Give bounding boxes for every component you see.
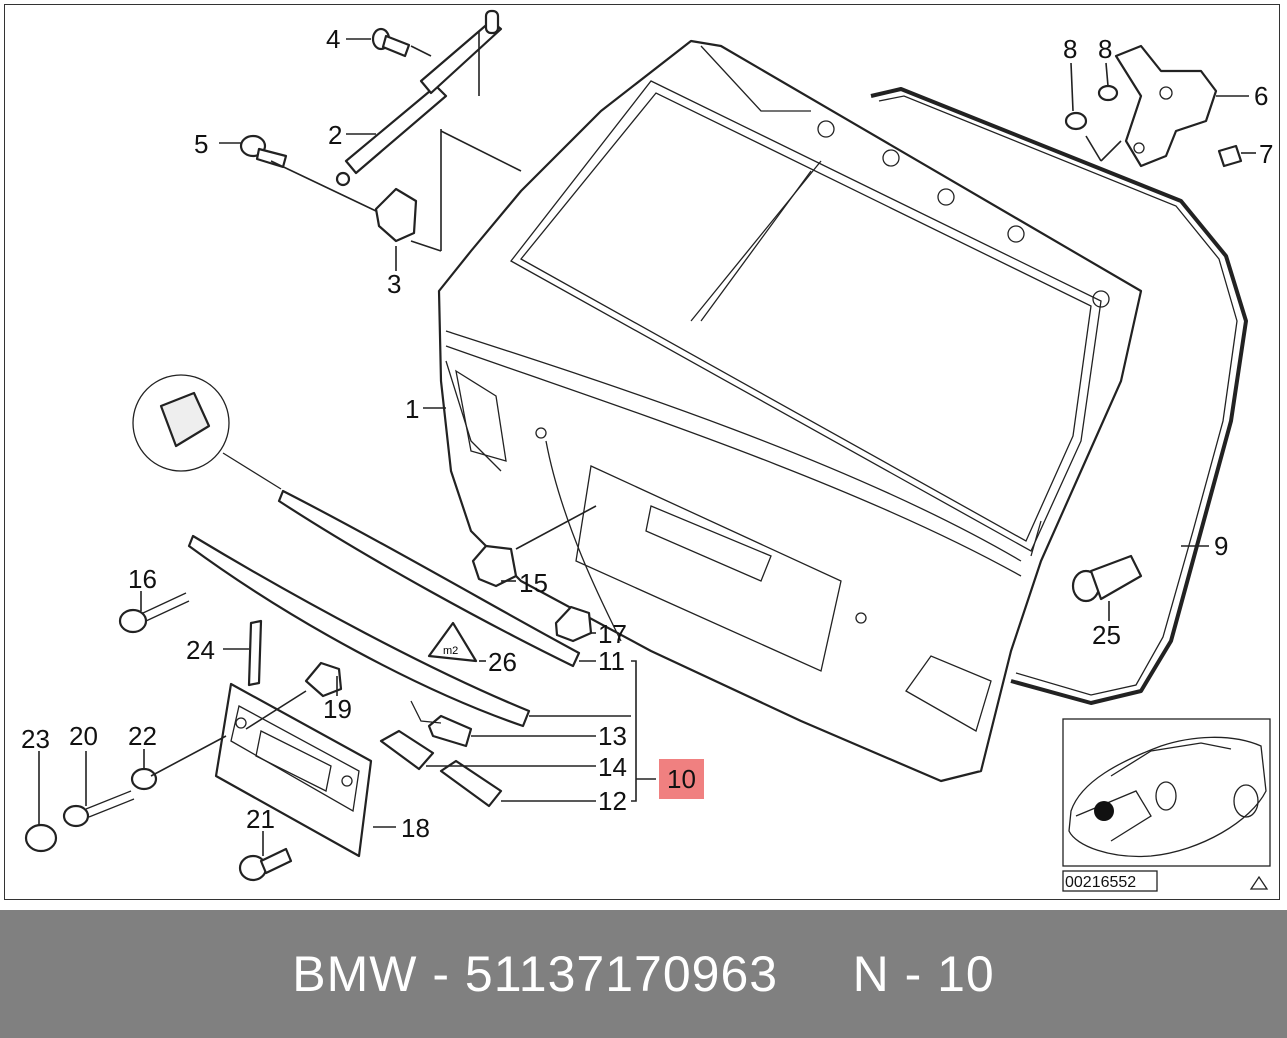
callout-labels: 1 2 3 4 5 6 7 8 8 9 11 12 13 14 15 16 17… [21,24,1273,843]
callout-13: 13 [598,721,627,751]
brand-name: BMW [292,946,418,1002]
callout-18: 18 [401,813,430,843]
leader-lines [38,31,1256,856]
warning-triangle-part: m2 [427,621,478,663]
callout-26: 26 [488,647,517,677]
callout-2: 2 [328,120,342,150]
callout-9: 9 [1214,531,1228,561]
hinge-part [1064,44,1243,168]
callout-8b: 8 [1098,34,1112,64]
locator-dot [1094,801,1114,821]
callout-4: 4 [326,24,340,54]
callout-8a: 8 [1063,34,1077,64]
callout-10-highlight [659,759,704,799]
callout-15: 15 [519,568,548,598]
license-plate-frame-part [214,682,373,858]
bolt-part-5 [239,134,288,169]
washer-part-22 [130,767,158,791]
triangle-mark-icon [1249,875,1269,890]
gasket-seal-part [870,87,1248,705]
gas-strut-part [335,9,503,187]
callout-16: 16 [128,564,157,594]
callout-5: 5 [194,129,208,159]
trim-strip-upper [277,489,581,668]
callout-14: 14 [598,752,627,782]
callout-23: 23 [21,724,50,754]
part-caption: BMW - 51137170963 N - 10 [0,910,1287,1038]
footer-bar: BMW - 51137170963 N - 10 [0,910,1287,1038]
cover-part-14 [379,729,435,771]
spacer-part-19 [304,661,343,698]
trim-strip-lower [187,534,531,728]
callout-25: 25 [1092,620,1121,650]
grip-part-12 [439,759,503,808]
callout-24: 24 [186,635,215,665]
switch-part-13 [427,714,473,748]
bump-stop-part [1071,554,1143,603]
bracket-part [374,187,418,243]
callout-10: 10 [667,764,696,794]
screw-part-20 [62,790,135,828]
part-number: 51137170963 [464,946,779,1002]
callout-20: 20 [69,721,98,751]
callout-6: 6 [1254,81,1268,111]
image-number: 00216552 [1065,874,1136,891]
image-number-box [1062,870,1158,892]
callout-7: 7 [1259,139,1273,169]
parts-diagram: m2 [21,9,1273,892]
tailgate-part [437,39,1143,783]
caption-separator: - [417,946,465,1002]
callout-3: 3 [387,269,401,299]
diagram-frame: m2 [4,4,1280,900]
callout-22: 22 [128,721,157,751]
material-sample-detail [132,374,282,490]
position-label: N - 10 [852,946,995,1002]
callout-11: 11 [598,646,625,676]
bolt-part-4 [371,27,411,58]
callout-1: 1 [405,394,419,424]
clip-part-15 [471,544,518,588]
caption-gap [778,946,852,1002]
bolt-part-21 [238,847,293,882]
grommet-part-17 [554,605,593,643]
strip-part-24 [247,619,263,687]
locator-inset: 00216552 [1062,718,1271,892]
screw-part-16 [118,592,190,634]
callout-19: 19 [323,694,352,724]
callout-17: 17 [598,619,627,649]
cap-part-23 [24,823,58,853]
callout-12: 12 [598,786,627,816]
warning-sign-text: m2 [443,645,458,657]
callout-21: 21 [246,804,275,834]
